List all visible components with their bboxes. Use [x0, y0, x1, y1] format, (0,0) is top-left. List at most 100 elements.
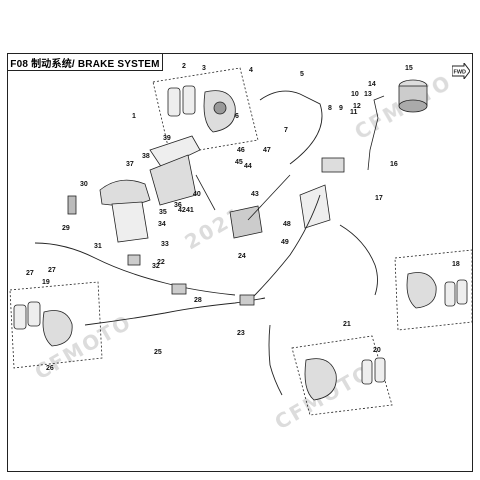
callout-47: 47 [263, 147, 271, 154]
callout-22: 22 [157, 259, 165, 266]
callout-42: 42 [178, 207, 186, 214]
reservoir-bottom-icon [398, 99, 428, 113]
watermark: CFMOTO CFMOTO 2021 CFMOTO [31, 70, 456, 435]
pedal-bracket-icon [299, 184, 331, 229]
group-outline [291, 335, 393, 416]
callout-24: 24 [238, 253, 246, 260]
callout-19: 19 [42, 279, 50, 286]
callout-33: 33 [161, 241, 169, 248]
callout-10: 10 [351, 91, 359, 98]
hose-23 [268, 324, 283, 396]
group-outline [152, 67, 259, 156]
piston-icon [213, 101, 227, 115]
callout-38: 38 [142, 153, 150, 160]
front-left-caliper-group [291, 335, 393, 416]
handbrake-assembly [149, 135, 216, 211]
page-title: F08 制动系统/ BRAKE SYSTEM [7, 53, 163, 71]
caliper-icon [42, 310, 73, 347]
callout-43: 43 [251, 191, 259, 198]
handbrake-bracket-icon [149, 154, 197, 206]
pedal-pad-icon [229, 205, 263, 239]
brake-pad-icon [444, 281, 456, 307]
cable-icon [195, 174, 216, 211]
callout-18: 18 [452, 261, 460, 268]
callout-5: 5 [300, 71, 304, 78]
caliper-icon [406, 272, 437, 309]
pedal-arm-icon [247, 174, 291, 221]
callout-37: 37 [126, 161, 134, 168]
diagram-frame [7, 53, 473, 472]
brake-pedal [229, 174, 331, 239]
hose-25 [84, 297, 266, 326]
junctions [127, 157, 345, 306]
callout-44: 44 [244, 163, 252, 170]
callout-46: 46 [237, 147, 245, 154]
brake-line-icon [367, 95, 385, 171]
hose-29 [34, 242, 236, 296]
brake-pad-icon [182, 85, 196, 115]
callout-30: 30 [80, 181, 88, 188]
rear-left-caliper-group [9, 281, 103, 369]
callout-29: 29 [62, 225, 70, 232]
callout-26: 26 [46, 365, 54, 372]
callout-27b: 27 [48, 267, 56, 274]
brake-pad-icon [167, 87, 181, 117]
callout-23: 23 [237, 330, 245, 337]
handbrake-lever-icon [149, 135, 201, 169]
proportioning-valve-icon [321, 157, 345, 173]
callout-7: 7 [284, 127, 288, 134]
callout-15: 15 [405, 65, 413, 72]
callout-16: 16 [390, 161, 398, 168]
callout-31: 31 [94, 243, 102, 250]
group-outline [394, 249, 473, 331]
callout-2: 2 [182, 63, 186, 70]
callout-17: 17 [375, 195, 383, 202]
fwd-arrow-icon: FWD [452, 63, 470, 79]
callout-40: 40 [193, 191, 201, 198]
callout-13: 13 [364, 91, 372, 98]
callout-34: 34 [158, 221, 166, 228]
callout-27: 27 [26, 270, 34, 277]
callout-41: 41 [186, 207, 194, 214]
callout-8: 8 [328, 105, 332, 112]
bolt-icon [67, 195, 77, 215]
callout-45: 45 [235, 159, 243, 166]
brake-pad-icon [361, 359, 373, 385]
callout-numbers: 1 2 3 4 5 6 7 8 9 10 11 12 13 14 15 16 1… [26, 63, 460, 372]
callout-32: 32 [152, 263, 160, 270]
brake-pad-icon [374, 357, 386, 383]
junction-block-icon [127, 254, 141, 266]
junction-block-icon [239, 294, 255, 306]
callout-20: 20 [373, 347, 381, 354]
front-right-caliper-group [152, 67, 259, 156]
junction-block-icon [171, 283, 187, 295]
hose-49 [249, 194, 321, 301]
callout-25: 25 [154, 349, 162, 356]
console-body-icon [111, 201, 149, 243]
rear-right-caliper-group [394, 249, 473, 331]
pedal-console [67, 179, 151, 243]
callout-3: 3 [202, 65, 206, 72]
callout-35: 35 [159, 209, 167, 216]
callout-36: 36 [174, 202, 182, 209]
console-top-icon [99, 179, 151, 206]
callout-39: 39 [163, 135, 171, 142]
callout-48: 48 [283, 221, 291, 228]
master-cylinder [367, 79, 428, 171]
callout-4: 4 [249, 67, 253, 74]
callout-12: 12 [353, 103, 361, 110]
hose-17 [339, 224, 378, 296]
brake-pad-icon [456, 279, 468, 305]
brake-pad-icon [27, 301, 41, 327]
callout-1: 1 [132, 113, 136, 120]
hose-front-right [259, 90, 323, 165]
brake-pad-icon [13, 304, 27, 330]
group-outline [9, 281, 103, 369]
callout-14: 14 [368, 81, 376, 88]
caliper-icon [304, 358, 337, 401]
callout-6: 6 [235, 113, 239, 120]
callout-11: 11 [350, 109, 358, 116]
fwd-label: FWD [454, 70, 467, 76]
